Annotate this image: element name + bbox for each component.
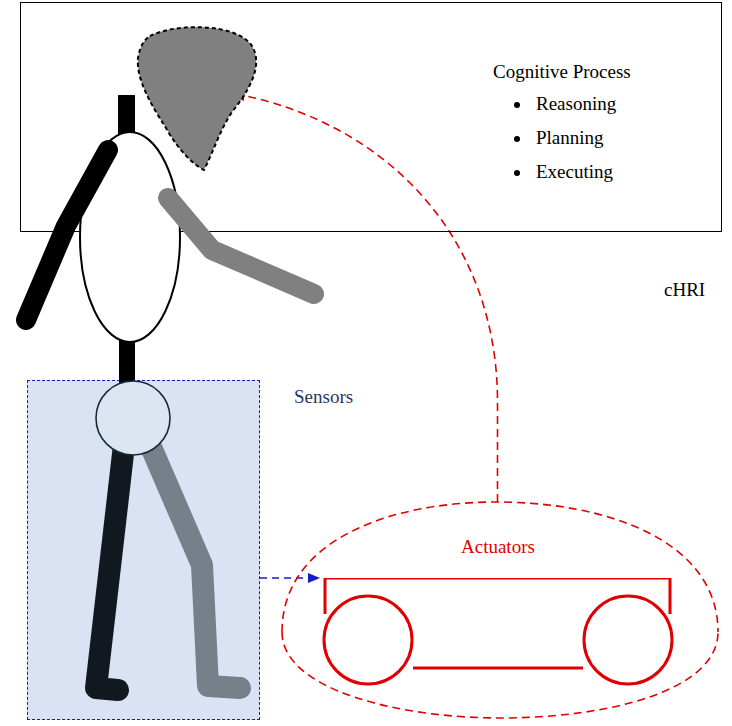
bullet-item: Planning xyxy=(536,127,604,149)
actuators-heading: Actuators xyxy=(461,536,535,558)
bullet-dot xyxy=(514,136,520,142)
dashed-arrow xyxy=(232,93,498,502)
bullet-item: Reasoning xyxy=(536,93,616,115)
robot-outline xyxy=(320,578,675,690)
dashed-arrow xyxy=(260,577,319,579)
bullet-dot xyxy=(514,102,520,108)
bullet-dot xyxy=(514,170,520,176)
process-heading: Cognitive Process xyxy=(493,61,631,83)
cognitive-process-box: Cognitive ProcessReasoningPlanningExecut… xyxy=(20,2,722,232)
sensors-region: Sensors xyxy=(27,380,260,720)
bullet-item: Executing xyxy=(536,161,613,183)
chri-label: cHRI xyxy=(664,279,705,301)
actuators-robot: Actuators xyxy=(320,578,675,690)
sensors-heading: Sensors xyxy=(294,386,353,408)
